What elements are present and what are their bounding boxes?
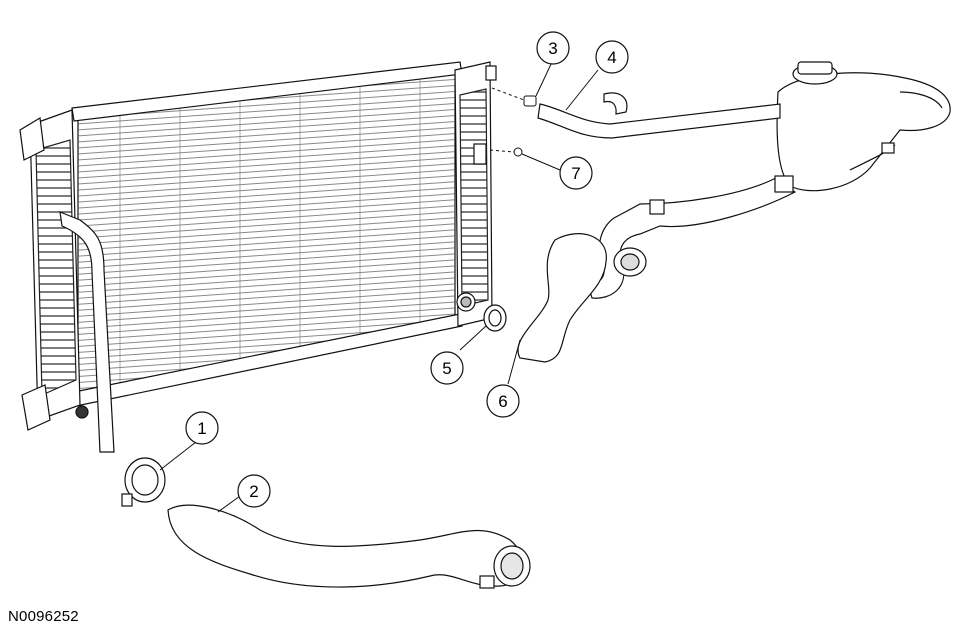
callout-3: 3 (536, 31, 570, 65)
clip-3 (491, 87, 537, 107)
svg-text:7: 7 (571, 164, 580, 183)
svg-text:5: 5 (442, 359, 451, 378)
radiator-left-tank (19, 109, 89, 431)
coolant-expansion-tank (776, 61, 951, 192)
leader-lines (159, 61, 599, 513)
callout-6: 6 (486, 384, 520, 418)
lower-radiator-hose (59, 211, 531, 589)
hose-clamp (603, 92, 628, 115)
svg-text:4: 4 (607, 48, 616, 67)
callout-7: 7 (559, 156, 593, 190)
callout-4: 4 (595, 40, 629, 74)
svg-text:3: 3 (548, 39, 557, 58)
radiator-right-tank (454, 61, 497, 327)
hose-clamp-5 (483, 304, 507, 332)
svg-text:2: 2 (249, 482, 258, 501)
radiator (19, 61, 497, 431)
bolt-7 (489, 147, 523, 157)
upper-tank-hose (537, 92, 781, 139)
callout-1: 1 (185, 411, 219, 445)
callout-5: 5 (430, 351, 464, 385)
svg-text:6: 6 (498, 392, 507, 411)
callout-2: 2 (237, 474, 271, 508)
svg-text:1: 1 (197, 419, 206, 438)
hose-clamp-1 (121, 457, 166, 507)
figure-id-label: N0096252 (8, 608, 79, 625)
lower-tank-hose (517, 175, 797, 363)
